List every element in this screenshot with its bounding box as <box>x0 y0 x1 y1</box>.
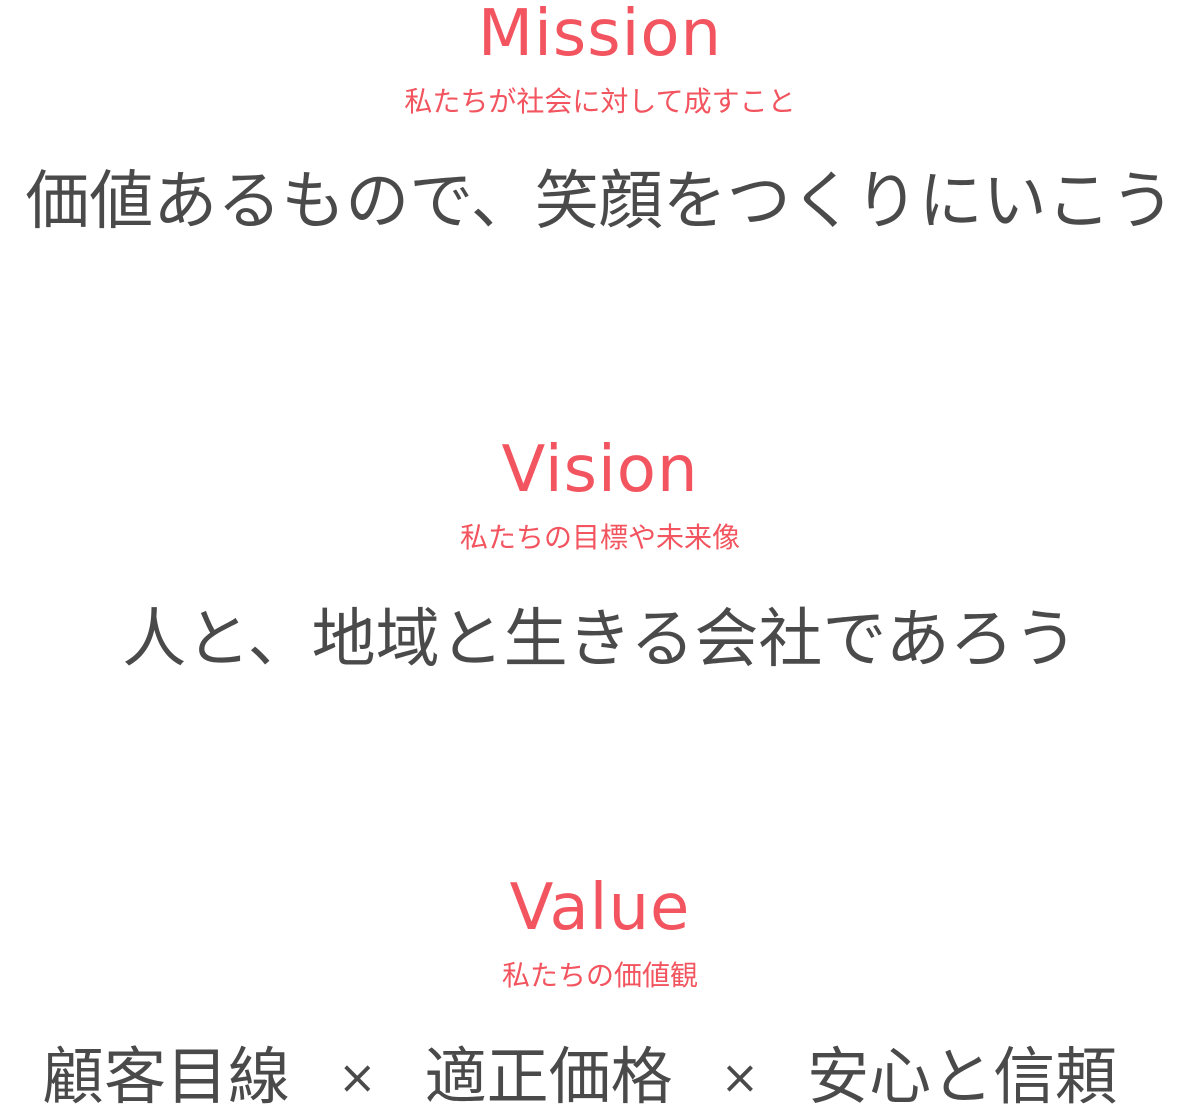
mission-subtitle: 私たちが社会に対して成すこと <box>404 85 796 118</box>
mission-statement: 価値あるもので、笑顔をつくりにいこう <box>25 165 1175 239</box>
value-item: 適正価格 <box>424 1040 673 1113</box>
times-separator: × <box>720 1050 760 1104</box>
value-item: 顧客目線 <box>42 1040 291 1113</box>
mission-title: Mission <box>477 0 723 71</box>
vision-statement: 人と、地域と生きる会社であろう <box>122 603 1078 677</box>
times-separator: × <box>338 1050 377 1104</box>
vision-title: Vision <box>501 433 699 507</box>
value-title: Value <box>509 871 691 945</box>
vision-subtitle: 私たちの目標や未来像 <box>459 521 740 554</box>
value-item: 安心と信頼 <box>807 1040 1118 1113</box>
value-list: 顧客目線 × 適正価格 × 安心と信頼 <box>0 1046 1200 1108</box>
value-subtitle: 私たちの価値観 <box>501 959 698 992</box>
